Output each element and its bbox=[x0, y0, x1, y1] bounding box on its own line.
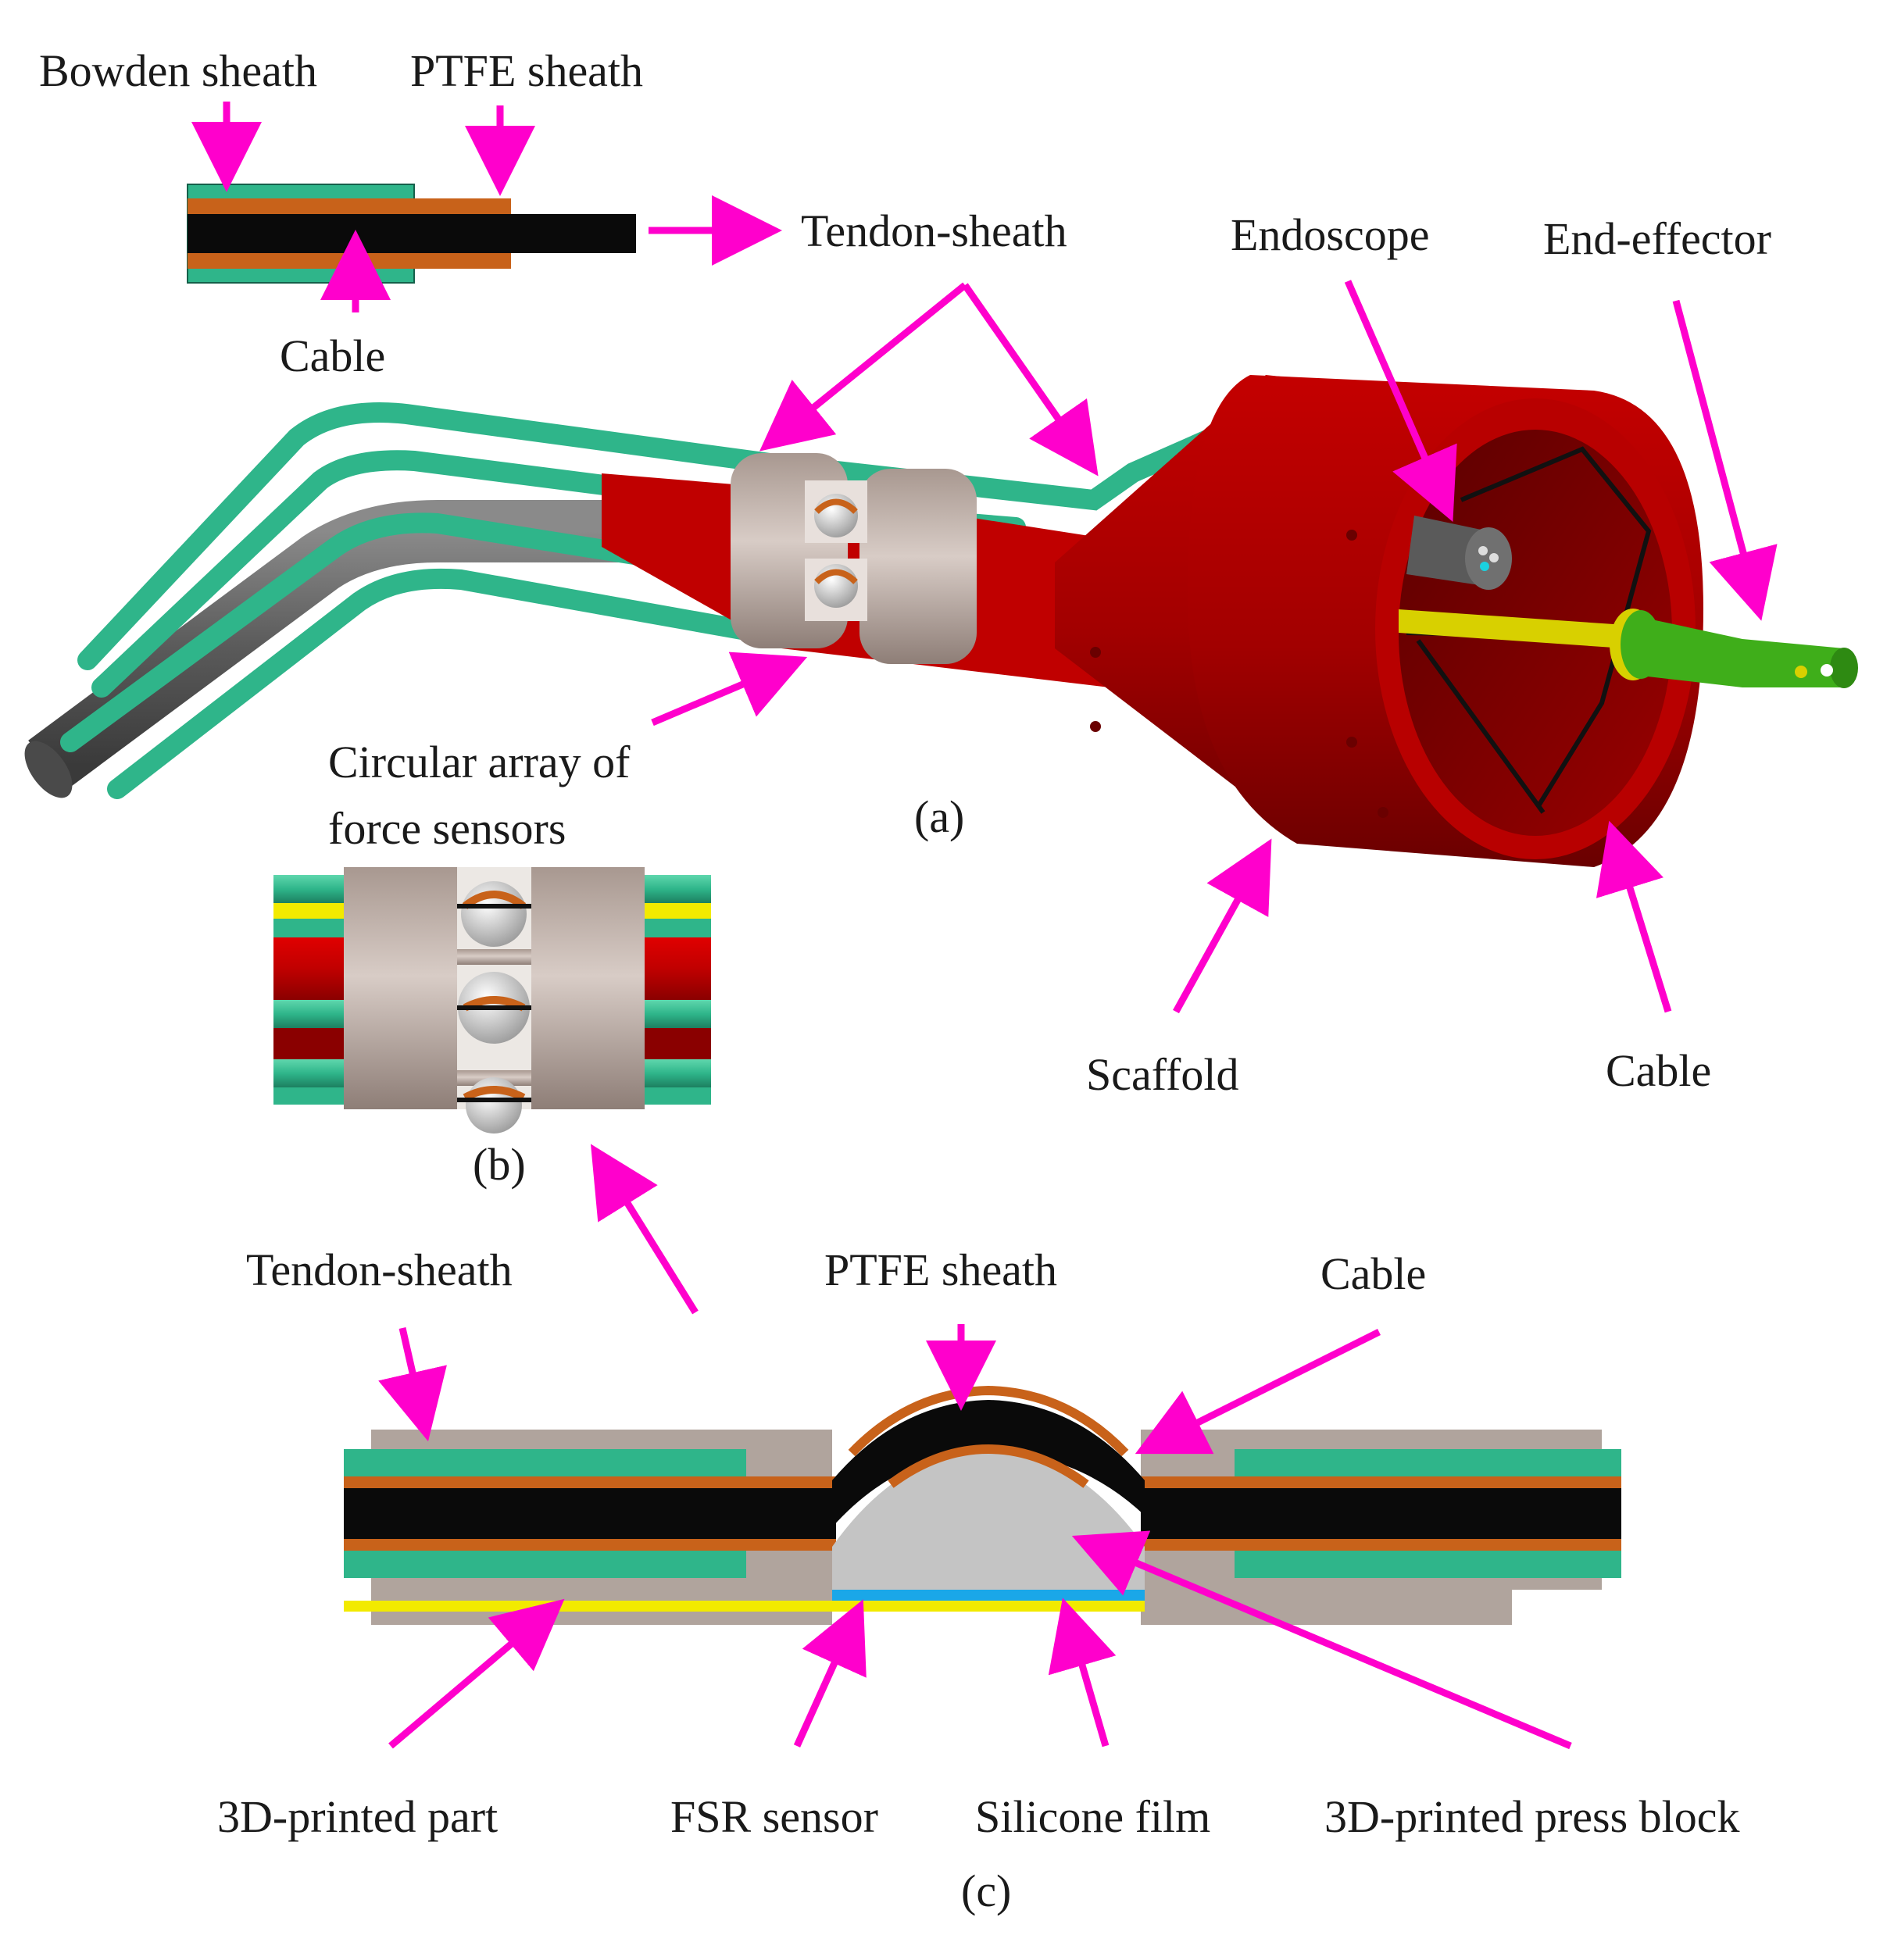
label-3d-printed-part: 3D-printed part bbox=[217, 1791, 498, 1842]
callout-arrows bbox=[191, 102, 1778, 1750]
label-cable-bottom: Cable bbox=[1320, 1248, 1426, 1299]
label-ptfe-sheath-top: PTFE sheath bbox=[410, 45, 643, 96]
tendon-sheath-inset bbox=[187, 184, 636, 284]
label-fsr-sensor: FSR sensor bbox=[670, 1791, 878, 1842]
label-panel-c: (c) bbox=[961, 1865, 1011, 1916]
label-circular-array-2: force sensors bbox=[328, 803, 566, 854]
label-panel-b: (b) bbox=[473, 1139, 526, 1190]
label-press-block: 3D-printed press block bbox=[1324, 1791, 1740, 1842]
label-scaffold: Scaffold bbox=[1086, 1049, 1238, 1100]
label-bowden-sheath: Bowden sheath bbox=[39, 45, 317, 96]
instrument-render bbox=[24, 375, 1858, 867]
label-silicone-film: Silicone film bbox=[975, 1791, 1210, 1842]
label-endoscope: Endoscope bbox=[1231, 209, 1430, 260]
sensor-cross-section bbox=[344, 1385, 1621, 1625]
label-tendon-sheath-bottom: Tendon-sheath bbox=[246, 1244, 513, 1295]
label-ptfe-sheath-bottom: PTFE sheath bbox=[824, 1244, 1057, 1295]
label-panel-a: (a) bbox=[914, 791, 964, 842]
sensor-ring-assembly bbox=[731, 453, 977, 664]
label-cable-top: Cable bbox=[280, 330, 385, 381]
label-tendon-sheath-top: Tendon-sheath bbox=[801, 205, 1067, 256]
labels: Bowden sheath PTFE sheath Cable Tendon-s… bbox=[39, 45, 1771, 1916]
label-cable-right: Cable bbox=[1606, 1045, 1711, 1096]
label-circular-array-1: Circular array of bbox=[328, 737, 631, 787]
sensor-ring-closeup bbox=[273, 867, 711, 1134]
label-end-effector: End-effector bbox=[1543, 213, 1771, 264]
